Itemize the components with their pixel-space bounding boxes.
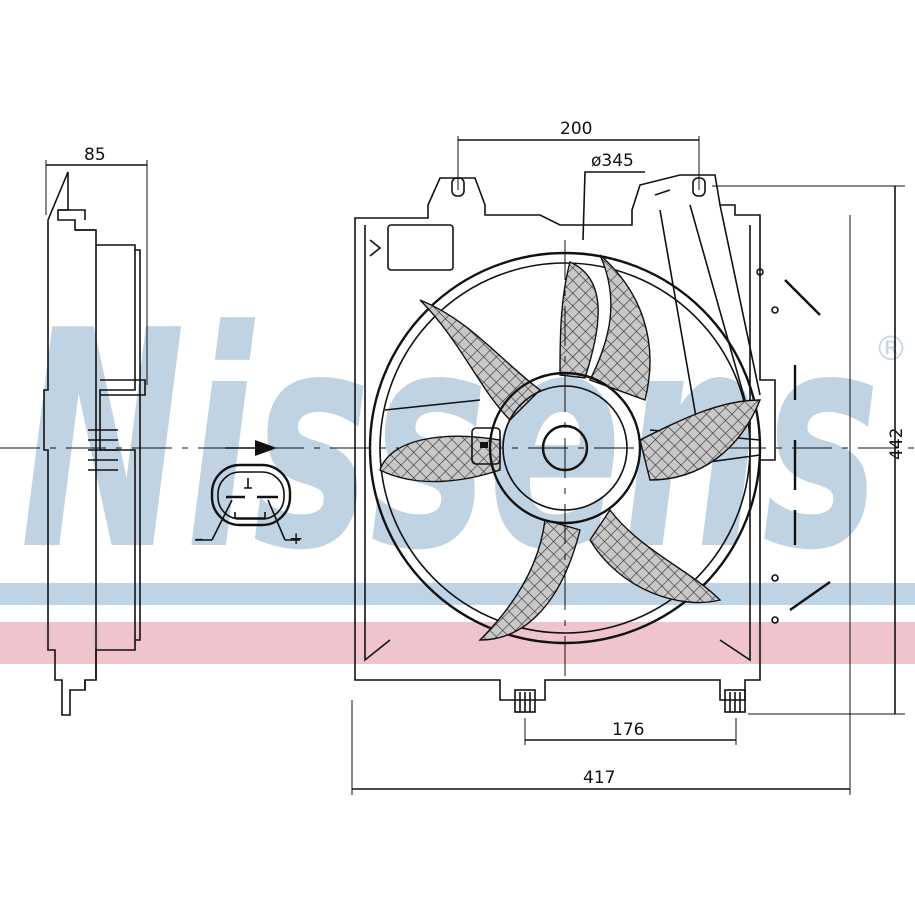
dimension-200: 200 bbox=[457, 119, 700, 190]
registered-mark: ® bbox=[874, 329, 908, 369]
dimension-442: 442 bbox=[712, 185, 907, 715]
watermark-stripe-pink bbox=[0, 622, 915, 664]
dimension-417: 417 bbox=[351, 215, 851, 795]
dimension-diameter: ø345 bbox=[582, 151, 645, 241]
front-view bbox=[354, 174, 831, 713]
svg-text:176: 176 bbox=[612, 720, 644, 740]
connector-minus: – bbox=[195, 529, 204, 549]
connector-plus: + bbox=[289, 529, 303, 549]
svg-text:417: 417 bbox=[583, 768, 615, 788]
dimension-176: 176 bbox=[524, 718, 737, 745]
dimension-85: 85 bbox=[84, 145, 106, 165]
svg-text:ø345: ø345 bbox=[591, 151, 634, 171]
airflow-arrow-icon bbox=[255, 440, 277, 456]
svg-text:200: 200 bbox=[560, 119, 592, 139]
svg-text:442: 442 bbox=[887, 428, 907, 460]
side-view bbox=[43, 160, 148, 716]
connector-detail: – + bbox=[195, 463, 303, 549]
svg-text:85: 85 bbox=[84, 145, 106, 165]
